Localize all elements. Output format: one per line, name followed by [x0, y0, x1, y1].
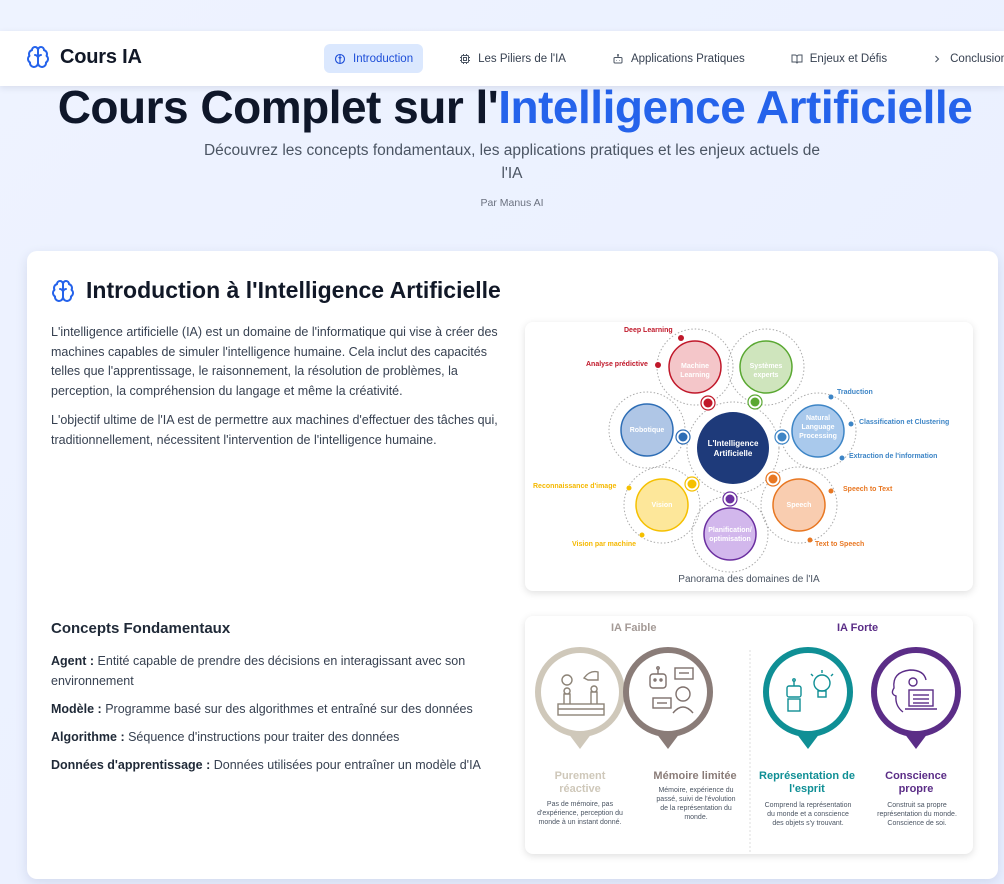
diagram-caption: Panorama des domaines de l'IA: [678, 574, 820, 585]
domain-robotique: Robotique: [629, 427, 665, 434]
chip-icon: [460, 53, 471, 64]
domain-systemes-experts: Systèmes experts: [749, 363, 783, 379]
concept-term: Algorithme :: [51, 730, 125, 744]
ai-domains-diagram: Machine Learning Systèmes experts Natura…: [525, 322, 973, 591]
type-description: Construit sa propre représentation du mo…: [877, 802, 957, 827]
ai-types-infographic: IA Faible IA Forte: [525, 616, 973, 854]
ai-types-graphic: [535, 647, 961, 854]
domain-vision: Vision: [651, 502, 673, 509]
weak-ai-label: IA Faible: [611, 622, 657, 634]
brain-icon: [334, 53, 346, 64]
robot-icon: [613, 53, 623, 63]
domain-planification: Planification/ optimisation: [708, 527, 752, 543]
concept-definition: Entité capable de prendre des décisions …: [51, 654, 466, 688]
concept-definition: Séquence d'instructions pour traiter des…: [128, 730, 400, 744]
concept-item: Modèle : Programme basé sur des algorith…: [51, 699, 501, 719]
nav-item-applications[interactable]: Applications Pratiques: [602, 44, 755, 73]
nav-item-label: Les Piliers de l'IA: [478, 52, 566, 65]
nav-item-introduction[interactable]: Introduction: [324, 44, 424, 73]
nav-item-conclusion[interactable]: Conclusion: [921, 44, 1004, 73]
page-subtitle: Découvrez les concepts fondamentaux, les…: [203, 142, 821, 182]
brand-name: Cours IA: [60, 45, 142, 68]
concept-term: Données d'apprentissage :: [51, 758, 211, 772]
concept-definition: Données utilisées pour entraîner un modè…: [213, 758, 481, 772]
sub-classification: Classification et Clustering: [859, 419, 950, 426]
concept-item: Données d'apprentissage : Données utilis…: [51, 755, 501, 775]
nav-item-label: Introduction: [353, 52, 414, 65]
brand-logo[interactable]: Cours IA: [26, 45, 142, 69]
strong-ai-label: IA Forte: [837, 622, 879, 634]
section-title: Introduction à l'Intelligence Artificiel…: [51, 277, 501, 304]
domain-machine-learning: Machine Learning: [680, 363, 710, 379]
brain-icon: [27, 46, 49, 68]
diagram-center: L'Intelligence Artificielle: [707, 439, 759, 458]
domain-speech: Speech: [786, 502, 812, 509]
type-title: Représentation de l'esprit: [759, 770, 855, 795]
domain-nlp: Natural Language Processing: [799, 415, 837, 440]
type-title: Purement réactive: [554, 770, 606, 795]
brain-icon: [52, 279, 74, 302]
sub-reconnaissance-image: Reconnaissance d'image: [533, 483, 617, 490]
nav-item-enjeux[interactable]: Enjeux et Défis: [781, 44, 897, 73]
page-title: Cours Complet sur l'Intelligence Artific…: [0, 80, 1004, 134]
sub-traduction: Traduction: [837, 389, 873, 396]
type-description: Mémoire, expérience du passé, suivi de l…: [656, 787, 736, 821]
sub-vision-machine: Vision par machine: [572, 541, 637, 548]
sub-extraction: Extraction de l'information: [849, 453, 938, 460]
nav-menu: Introduction Les Piliers de l'IA Applica…: [324, 44, 1004, 73]
chevron-right-icon: [935, 55, 940, 62]
concepts-list: Agent : Entité capable de prendre des dé…: [51, 651, 501, 783]
book-open-icon: [791, 54, 803, 64]
concept-term: Agent :: [51, 654, 95, 668]
concept-definition: Programme basé sur des algorithmes et en…: [105, 702, 473, 716]
nav-item-label: Conclusion: [950, 52, 1004, 65]
type-title: Conscience propre: [885, 770, 947, 795]
title-prefix: Cours Complet sur l': [57, 81, 499, 133]
type-description: Comprend la représentation du monde et a…: [764, 802, 852, 827]
mind-laptop-icon: [891, 669, 937, 713]
top-navbar: Cours IA Introduction Les Piliers de l'I…: [0, 31, 1004, 86]
author-line: Par Manus AI: [480, 197, 544, 209]
sub-analyse-predictive: Analyse prédictive: [586, 361, 648, 368]
concept-item: Agent : Entité capable de prendre des dé…: [51, 651, 501, 691]
title-accent: Intelligence Artificielle: [498, 81, 973, 133]
domains-diagram-graphic: [608, 328, 857, 573]
chatbot-conversation-icon: [649, 666, 694, 714]
concept-term: Modèle :: [51, 702, 102, 716]
concept-item: Algorithme : Séquence d'instructions pou…: [51, 727, 501, 747]
sub-speech-to-text: Speech to Text: [843, 486, 893, 493]
chess-robot-icon: [557, 670, 605, 716]
type-description: Pas de mémoire, pas d'expérience, percep…: [537, 801, 623, 826]
intro-paragraph: L'objectif ultime de l'IA est de permett…: [51, 413, 498, 447]
sub-text-to-speech: Text to Speech: [815, 541, 865, 548]
type-title: Mémoire limitée: [653, 770, 737, 782]
intro-paragraph: L'intelligence artificielle (IA) est un …: [51, 325, 498, 398]
intro-section-card: Introduction à l'Intelligence Artificiel…: [27, 251, 998, 879]
intro-text: L'intelligence artificielle (IA) est un …: [51, 323, 501, 460]
sub-deep-learning: Deep Learning: [624, 327, 673, 334]
section-title-text: Introduction à l'Intelligence Artificiel…: [86, 277, 501, 303]
concepts-title: Concepts Fondamentaux: [51, 620, 231, 637]
robot-lightbulb-icon: [786, 670, 834, 712]
nav-item-label: Enjeux et Défis: [809, 52, 888, 65]
nav-item-piliers[interactable]: Les Piliers de l'IA: [449, 44, 576, 73]
nav-item-label: Applications Pratiques: [630, 52, 745, 65]
